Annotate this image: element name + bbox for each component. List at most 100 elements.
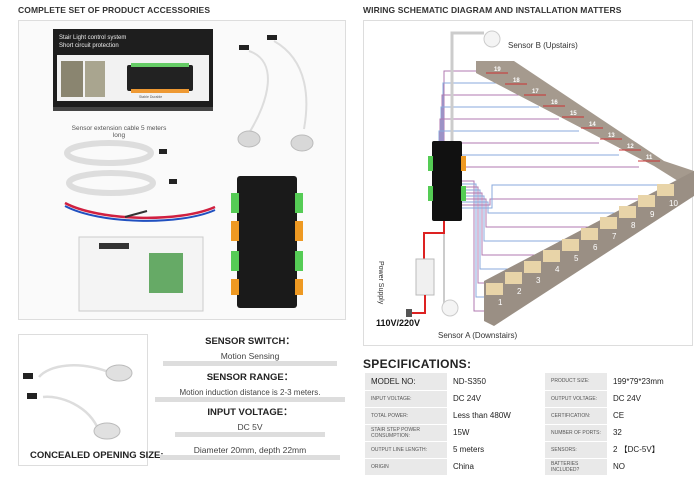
spec-key: OUTPUT VOLTAGE: [544, 390, 607, 408]
spec-key: OUTPUT LINE LENGTH: [365, 441, 447, 459]
step-number: 10 [669, 199, 678, 208]
spec-value: Less than 480W [447, 407, 545, 425]
input-voltage: INPUT VOLTAGE： DC 5V [155, 404, 345, 437]
spec-key: PRODUCT SIZE: [544, 373, 607, 391]
spec-key: INPUT VOLTAGE: [365, 390, 447, 408]
cable-label: Sensor extension cable 5 meters long [71, 125, 167, 139]
step-number: 2 [517, 287, 522, 296]
terminal [461, 186, 466, 201]
wire [435, 166, 639, 176]
step-number: 18 [513, 78, 520, 84]
sensor-range-value: Motion induction distance is 2-3 meters. [155, 388, 345, 402]
spec-key: SENSORS: [544, 441, 607, 459]
step-tread [486, 283, 503, 295]
spec-key: CERTIFICATION: [544, 407, 607, 425]
wire [462, 198, 609, 228]
step-tread [524, 261, 541, 273]
box-footer: Stable Durable [139, 95, 163, 99]
spec-key: Model No: [365, 373, 447, 391]
sensor-range-label: SENSOR RANGE： [206, 372, 294, 383]
step-number: 7 [612, 232, 617, 241]
step-number: 9 [650, 210, 655, 219]
wire [462, 198, 649, 206]
spec-value: 32 [606, 424, 695, 442]
spec-value: NO [606, 458, 695, 476]
spec-value: 199*79*23mm [606, 373, 695, 391]
sensor-switch-value: Motion Sensing [163, 352, 337, 366]
plug-icon [406, 309, 412, 317]
step-tread [505, 272, 522, 284]
step-number: 12 [627, 144, 634, 150]
sensor-b-label: Sensor B (Upstairs) [508, 41, 578, 50]
step-tread [562, 239, 579, 251]
step-tread [619, 206, 636, 218]
spec-value: 15W [447, 424, 545, 442]
step-tread [657, 184, 674, 196]
spec-key: NUMBER OF PORTS: [544, 424, 607, 442]
sensor-range: SENSOR RANGE： Motion induction distance … [155, 369, 345, 402]
power-supply-label: Power Supply [377, 261, 384, 305]
terminal [461, 156, 466, 171]
sensor-switch: SENSOR SWITCH： Motion Sensing [155, 333, 345, 366]
mains-label: 110V/220V [376, 318, 421, 328]
step-number: 8 [631, 221, 636, 230]
power-supply [415, 258, 435, 296]
spec-value: 2 【DC-5V】 [606, 441, 695, 459]
terminal [428, 186, 433, 201]
sensor-a-icon [441, 299, 459, 317]
spec-key: BATTERIES INCLUDED? [544, 458, 607, 476]
spec-key: ORIGIN [365, 458, 447, 476]
step-tread [581, 228, 598, 240]
spec-value: DC 24V [447, 390, 545, 408]
step-number: 13 [608, 133, 615, 139]
step-number: 4 [555, 265, 560, 274]
wire [462, 192, 569, 256]
terminal [428, 156, 433, 171]
spec-value: China [447, 458, 545, 476]
step-number: 15 [570, 111, 577, 117]
step-number: 5 [574, 254, 579, 263]
wire [462, 184, 669, 209]
spec-value: CE [606, 407, 695, 425]
spec-key: STAIR STEP POWER CONSUMPTION: [365, 424, 447, 442]
accessories-photo: Sensor extension cable 5 meters long Sta… [18, 20, 346, 320]
mains-wire [412, 295, 426, 314]
lower-staircase [484, 171, 694, 326]
spec-value: DC 24V [606, 390, 695, 408]
sensor-photo [18, 334, 148, 466]
controller-board [237, 176, 297, 308]
input-voltage-value: DC 5V [175, 423, 325, 437]
step-number: 19 [494, 67, 501, 73]
step-number: 6 [593, 243, 598, 252]
step-number: 1 [498, 298, 503, 307]
box-text: Stair Light control system Short circuit… [59, 34, 126, 50]
step-number: 3 [536, 276, 541, 285]
wiring-header: WIRING SCHEMATIC DIAGRAM AND INSTALLATIO… [363, 5, 622, 15]
sensor-b-wire [450, 31, 484, 151]
input-voltage-label: INPUT VOLTAGE： [207, 407, 293, 418]
box-line1: Stair Light control system [59, 35, 127, 41]
opening-size-label: CONCEALED OPENING SIZE: [30, 450, 164, 461]
accessories-header: COMPLETE SET OF PRODUCT ACCESSORIES [18, 5, 211, 15]
sensor-a-label: Sensor A (Downstairs) [438, 331, 518, 340]
step-tread [638, 195, 655, 207]
spec-key: TOTAL POWER: [365, 407, 447, 425]
step-number: 14 [589, 122, 596, 128]
specifications-title: SPECIFICATIONS: [363, 357, 472, 371]
step-number: 11 [646, 155, 653, 161]
step-tread [600, 217, 617, 229]
upper-staircase [476, 61, 694, 191]
sensor-b-icon [483, 30, 501, 48]
step-tread [543, 250, 560, 262]
step-number: 17 [532, 89, 539, 95]
spec-value: ND-S350 [447, 373, 545, 391]
opening-size-value: Diameter 20mm, depth 22mm [160, 446, 340, 460]
spec-value: 5 meters [447, 441, 545, 459]
